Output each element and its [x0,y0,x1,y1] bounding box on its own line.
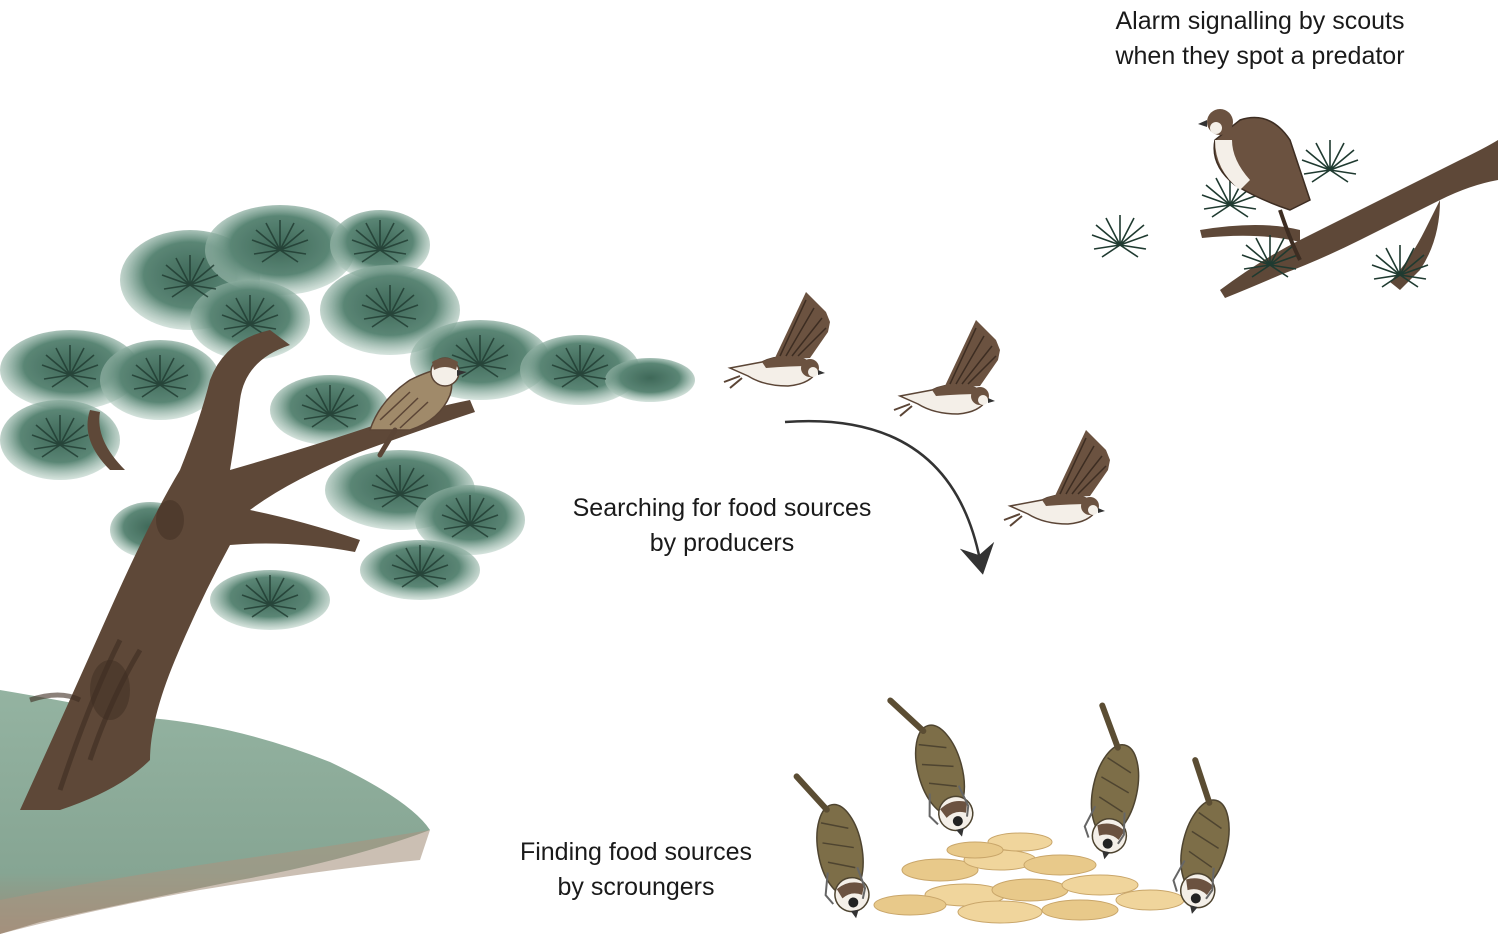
alarm-signalling-label: Alarm signalling by scouts when they spo… [1060,4,1460,74]
scrounger-bird-3 [1071,706,1153,864]
find-label-line-1: Finding food sources [519,838,753,866]
finding-food-label: Finding food sources by scroungers [436,835,836,905]
search-label-line-1: Searching for food sources [572,494,872,522]
search-label-line-2: by producers [649,529,795,557]
perched-bird-left [368,357,467,458]
search-arrow [784,419,995,575]
seed-pile [873,832,1185,924]
scrounger-bird-2 [890,687,979,845]
flying-bird-3 [1003,429,1111,527]
alarm-label-line-2: when they spot a predator [1115,42,1405,70]
flying-bird-2 [893,319,1001,417]
find-label-line-2: by scroungers [557,873,715,901]
alarm-label-line-1: Alarm signalling by scouts [1115,7,1405,35]
tree-trunk [20,330,475,810]
searching-food-label: Searching for food sources by producers [522,491,922,561]
flying-bird-1 [723,291,831,389]
scout-branch [1091,109,1498,298]
